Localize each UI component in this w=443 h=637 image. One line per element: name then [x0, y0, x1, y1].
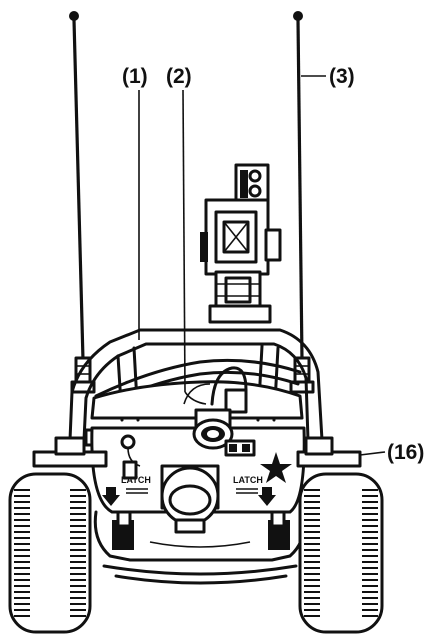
callout-2: (2) — [166, 65, 192, 88]
leader-lines — [138, 75, 386, 456]
left-fender — [32, 436, 108, 468]
latch-label-right: LATCH — [233, 475, 263, 485]
down-arrow-icon — [102, 487, 120, 506]
callout-3: (3) — [329, 65, 355, 88]
star-icon — [260, 452, 292, 483]
roll-cage — [68, 328, 324, 442]
right-fender — [296, 436, 362, 468]
down-arrow-icon — [258, 487, 276, 506]
vehicle-body — [84, 366, 307, 585]
callout-1: (1) — [122, 65, 148, 88]
callout-16: (16) — [387, 441, 424, 464]
sensor-head — [200, 163, 282, 324]
right-wheel — [298, 472, 384, 634]
latch-label-left: LATCH — [121, 475, 151, 485]
left-antenna — [69, 11, 96, 394]
left-wheel — [8, 472, 92, 634]
right-antenna — [289, 11, 315, 394]
